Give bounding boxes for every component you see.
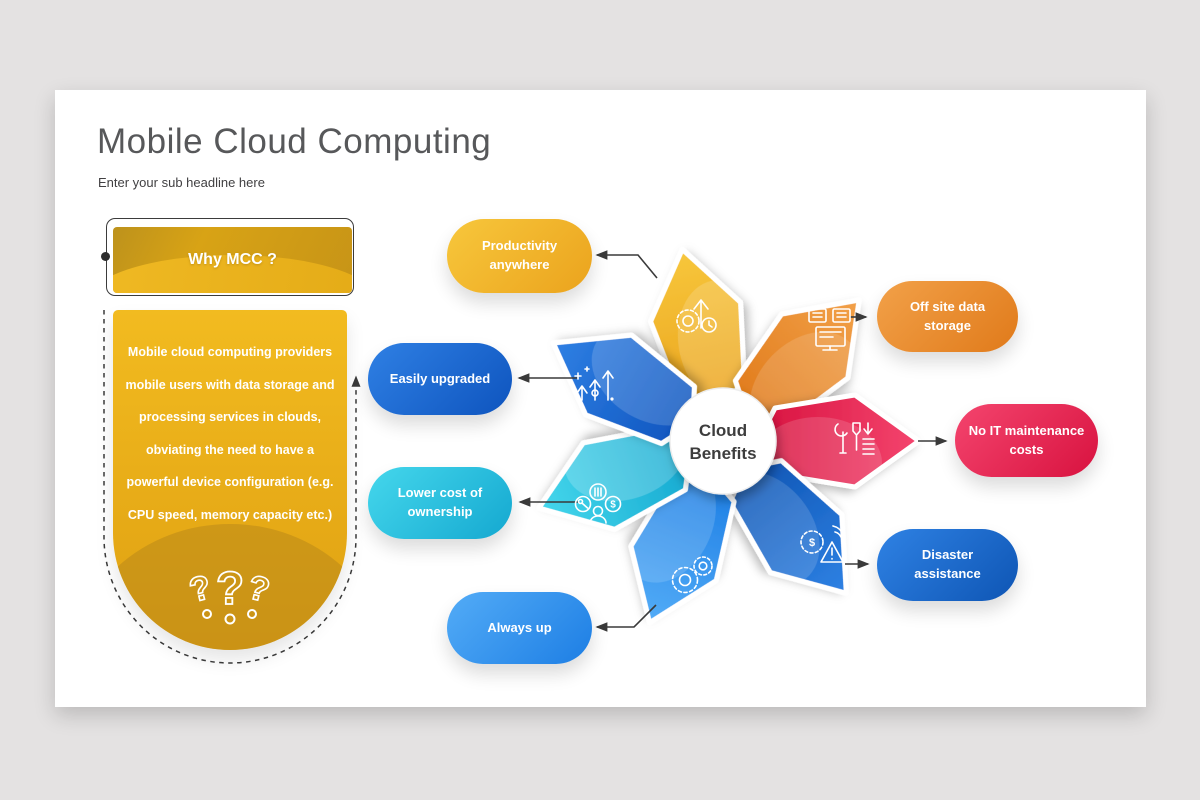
- center-hub-circle: [669, 387, 777, 495]
- benefit-pill-lower-cost: Lower cost of ownership: [368, 467, 512, 539]
- gears-icon: [671, 556, 713, 594]
- connector-dot: [101, 252, 110, 261]
- why-mcc-heading: Why MCC ?: [188, 251, 277, 268]
- benefit-label: Disaster assistance: [914, 547, 981, 581]
- benefit-pill-always-up: Always up: [447, 592, 592, 664]
- why-mcc-text: Mobile cloud computing providers mobile …: [120, 336, 340, 531]
- page-title: Mobile Cloud Computing: [97, 122, 492, 161]
- svg-text:?: ?: [216, 562, 244, 614]
- benefit-label: Easily upgraded: [389, 370, 491, 386]
- benefit-label: No IT maintenance costs: [968, 422, 1085, 457]
- page-subtitle: Enter your sub headline here: [98, 175, 265, 190]
- benefit-label: Off site data storage: [909, 298, 986, 333]
- why-mcc-header: Why MCC ?: [113, 227, 352, 293]
- question-marks-icon: ? ? ?: [185, 561, 274, 625]
- body-line: Mobile cloud computing providers: [127, 345, 333, 359]
- upgrade-arrows-icon: [574, 366, 614, 401]
- connector-productivity: [595, 250, 658, 279]
- body-line: CPU speed, memory capacity etc.): [127, 507, 333, 522]
- svg-text:$: $: [809, 537, 815, 549]
- productivity-gear-icon: [676, 299, 717, 333]
- benefit-pill-no-it-maintenance: No IT maintenance costs: [955, 404, 1098, 477]
- benefit-pill-easily-upgraded: Easily upgraded: [368, 343, 512, 415]
- svg-text:?: ?: [244, 568, 273, 610]
- disaster-alert-icon: $: [800, 525, 844, 563]
- benefit-pill-offsite-storage: Off site data storage: [877, 281, 1018, 352]
- body-line: processing services in clouds,: [138, 410, 322, 424]
- benefit-pill-productivity: Productivity anywhere: [447, 219, 592, 293]
- data-storage-icon: [808, 308, 851, 351]
- maintenance-tools-icon: [834, 422, 875, 455]
- cloud-benefits-pinwheel: Cloud Benefits $: [517, 180, 948, 700]
- benefit-label: Lower cost of ownership: [397, 485, 483, 519]
- center-label-line2: Benefits: [689, 444, 756, 463]
- svg-text:$: $: [610, 500, 616, 511]
- center-label-line1: Cloud: [699, 421, 747, 440]
- connector-always-up: [595, 604, 657, 632]
- svg-text:?: ?: [186, 568, 215, 610]
- why-mcc-body: Mobile cloud computing providers mobile …: [113, 310, 347, 650]
- body-line: mobile users with data storage and: [125, 377, 335, 392]
- benefit-label: Productivity anywhere: [481, 238, 558, 272]
- body-line: powerful device configuration (e.g.: [126, 475, 334, 489]
- body-line: obviating the need to have a: [145, 442, 315, 457]
- ownership-cost-icon: $: [574, 483, 622, 524]
- benefit-pill-disaster-assistance: Disaster assistance: [877, 529, 1018, 601]
- benefit-label: Always up: [487, 619, 552, 635]
